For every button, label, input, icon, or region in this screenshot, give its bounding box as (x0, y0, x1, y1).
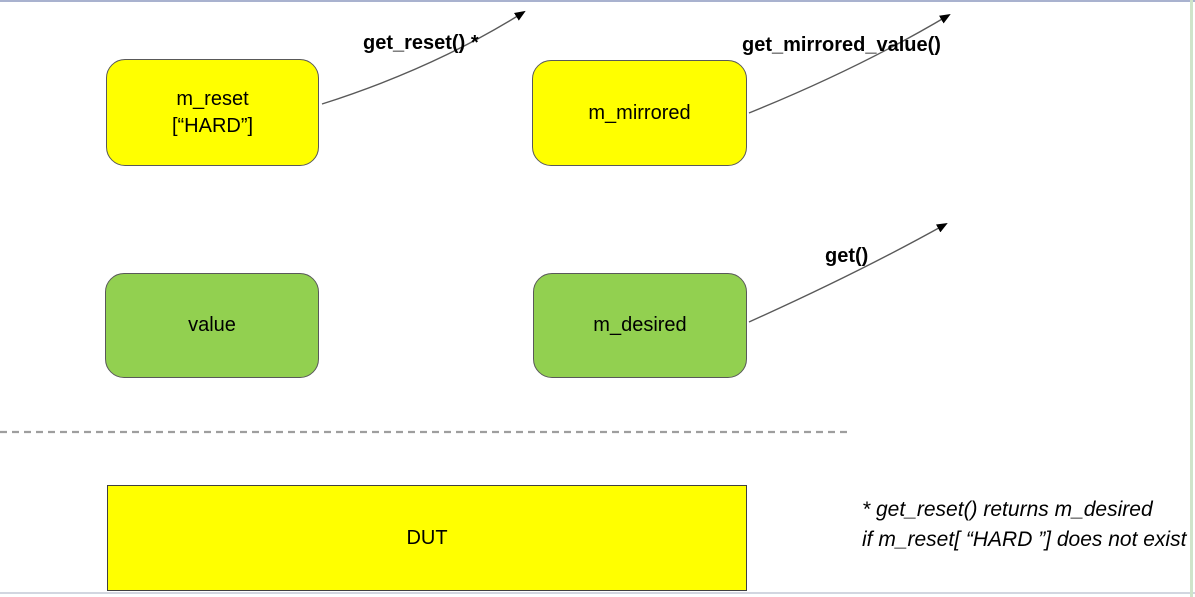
node-m-desired: m_desired (533, 273, 747, 378)
get-reset-arrow (321, 10, 526, 105)
node-value: value (105, 273, 319, 378)
node-dut: DUT (107, 485, 747, 591)
slide-bottom-border (0, 592, 1195, 594)
node-m-desired-label: m_desired (593, 314, 687, 336)
node-m-reset: m_reset [“HARD”] (106, 59, 319, 166)
footnote: * get_reset() returns m_desired if m_res… (862, 495, 1195, 555)
node-m-reset-label-line1: m_reset (176, 87, 249, 110)
node-dut-label: DUT (406, 526, 448, 549)
node-m-mirrored: m_mirrored (532, 60, 747, 166)
slide-top-border (0, 0, 1195, 2)
node-m-mirrored-label: m_mirrored (588, 101, 691, 124)
footnote-line1: * get_reset() returns m_desired (862, 498, 1153, 521)
node-m-reset-label-line2: [“HARD”] (171, 114, 254, 137)
get-arrow (748, 223, 948, 323)
get-arrow-label: get() (825, 245, 869, 267)
node-value-label: value (188, 314, 236, 336)
footnote-line2: if m_reset[ “HARD ”] does not exist (862, 528, 1187, 551)
get-mirrored-value-arrow (748, 13, 951, 114)
slide-right-border (1190, 0, 1193, 597)
get-mirrored-value-arrow-label: get_mirrored_value() (742, 34, 941, 56)
get-reset-arrow-label: get_reset() * (363, 32, 479, 54)
